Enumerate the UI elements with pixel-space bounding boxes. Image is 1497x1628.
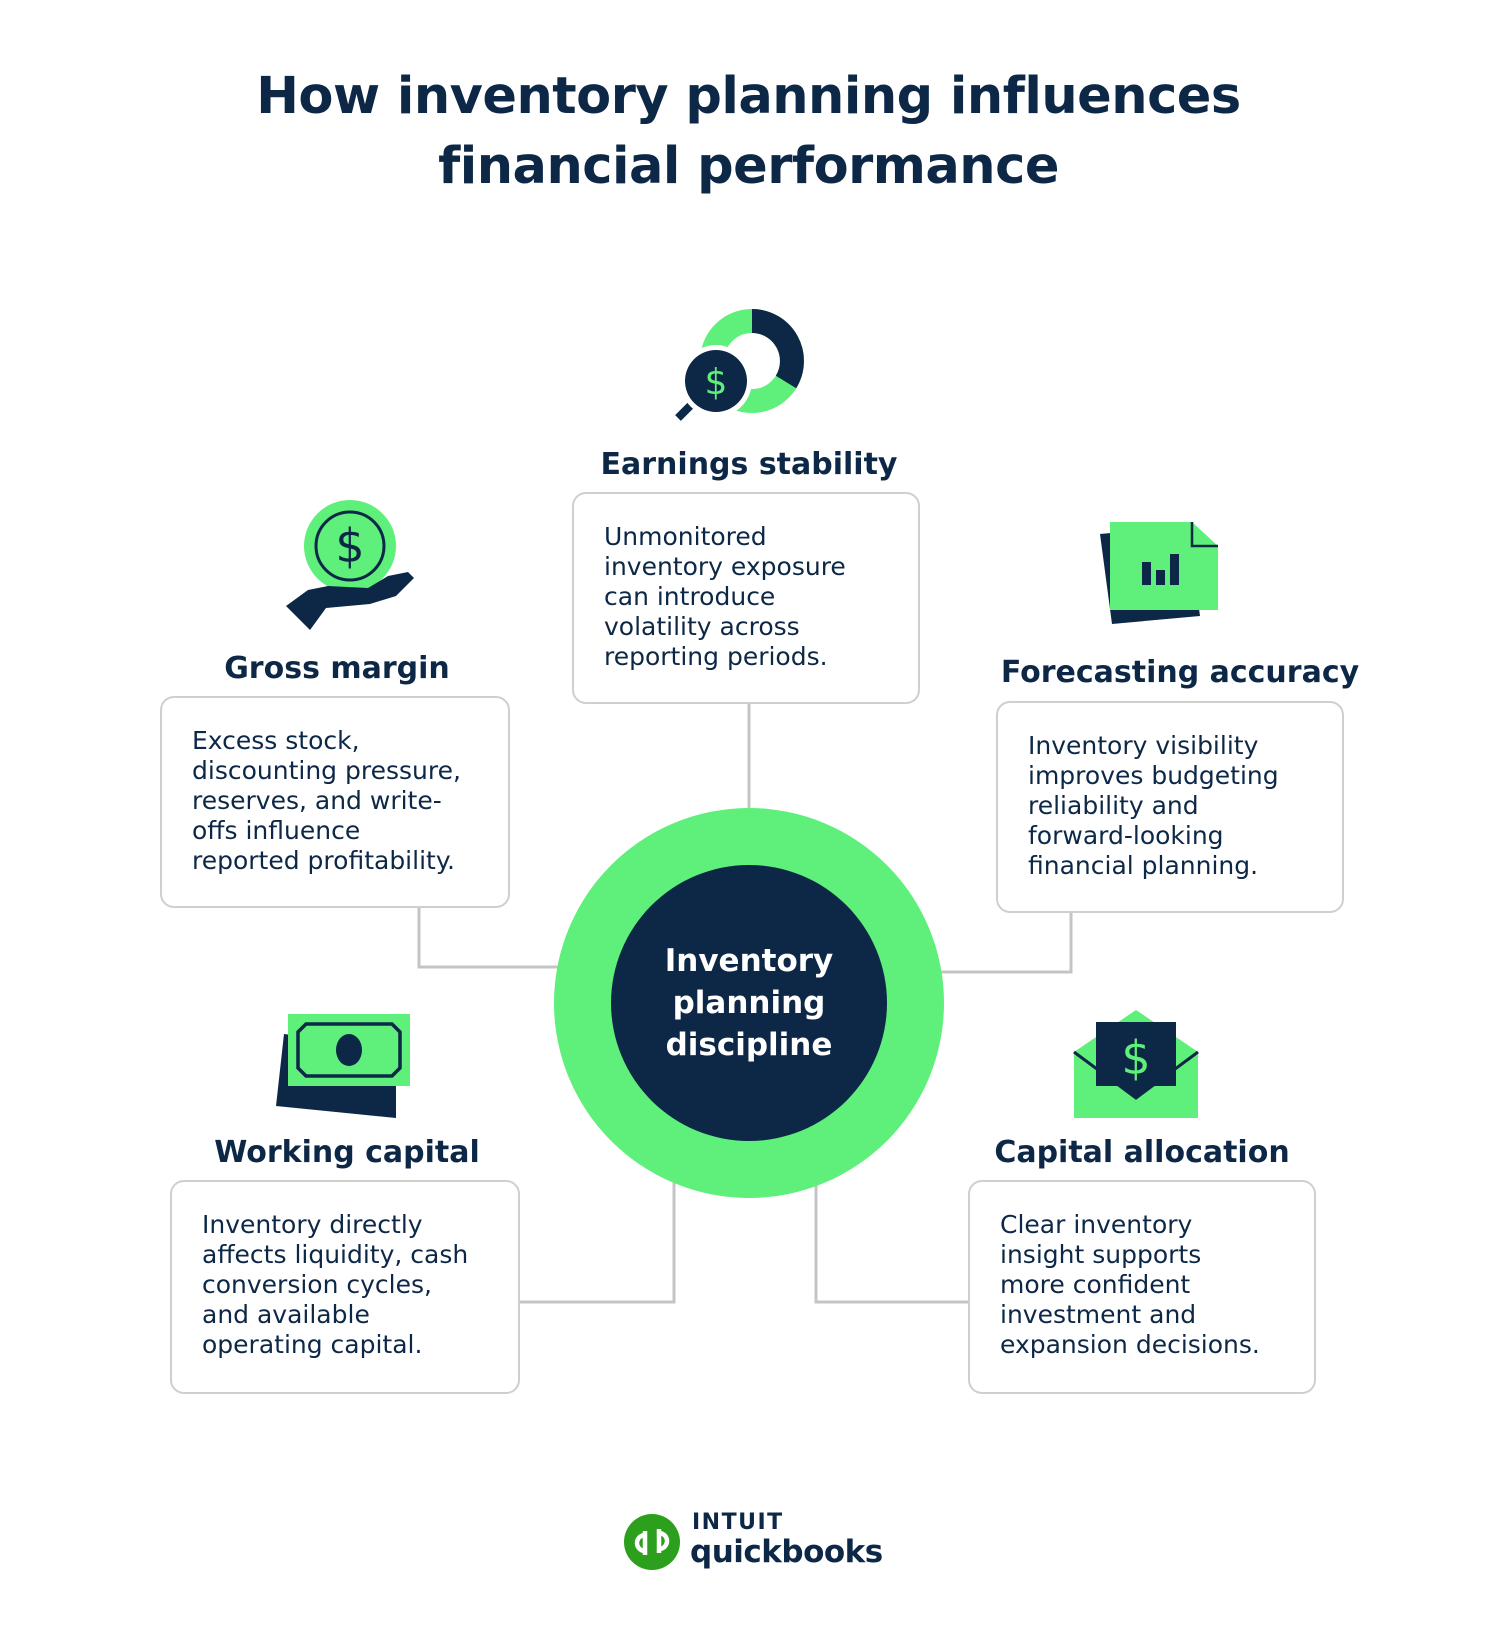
connector-gross-margin	[417, 908, 570, 969]
svg-text:$: $	[705, 362, 728, 403]
page-title: How inventory planning influences financ…	[0, 62, 1497, 202]
hub-core: Inventory planning discipline	[611, 865, 887, 1141]
gross-margin-description: Excess stock, discounting pressure, rese…	[192, 726, 461, 875]
earnings-stability-title: Earnings stability	[600, 447, 898, 482]
brand-intuit: INTUIT	[692, 1510, 784, 1535]
earnings-stability-description: Unmonitored inventory exposure can intro…	[604, 522, 846, 671]
connector-capital-allocation	[814, 1168, 968, 1304]
title-line-2: financial performance	[438, 137, 1059, 196]
forecasting-accuracy-title: Forecasting accuracy	[1000, 655, 1360, 690]
hub-outer-ring: Inventory planning discipline	[554, 808, 944, 1198]
earnings-stability-card: Unmonitored inventory exposure can intro…	[572, 492, 920, 704]
quickbooks-logo-mark-icon	[624, 1514, 680, 1570]
banknote-stack-icon	[276, 1014, 410, 1118]
dollar-envelope-icon: $	[1073, 1010, 1199, 1118]
hand-holding-coin-icon: $	[286, 500, 414, 630]
svg-text:$: $	[335, 519, 364, 573]
hub-label: Inventory planning discipline	[664, 943, 834, 1063]
dollar-magnifier-donut-chart-icon: $	[675, 309, 804, 421]
bar-chart-document-icon	[1100, 522, 1218, 624]
forecasting-accuracy-description: Inventory visibility improves budgeting …	[1028, 731, 1279, 880]
capital-allocation-card: Clear inventory insight supports more co…	[968, 1180, 1316, 1394]
svg-text:$: $	[1121, 1031, 1150, 1085]
capital-allocation-title: Capital allocation	[994, 1135, 1290, 1170]
connector-working-capital	[520, 1168, 676, 1304]
gross-margin-card: Excess stock, discounting pressure, rese…	[160, 696, 510, 908]
gross-margin-title: Gross margin	[224, 651, 450, 686]
capital-allocation-description: Clear inventory insight supports more co…	[1000, 1210, 1260, 1359]
connector-forecasting-accuracy	[930, 913, 1073, 974]
title-line-1: How inventory planning influences	[256, 67, 1241, 126]
working-capital-description: Inventory directly affects liquidity, ca…	[202, 1210, 469, 1359]
working-capital-card: Inventory directly affects liquidity, ca…	[170, 1180, 520, 1394]
brand-quickbooks: quickbooks	[690, 1534, 883, 1570]
forecasting-accuracy-card: Inventory visibility improves budgeting …	[996, 701, 1344, 913]
intuit-quickbooks-logo: INTUIT quickbooks	[624, 1504, 884, 1574]
working-capital-title: Working capital	[214, 1135, 480, 1170]
